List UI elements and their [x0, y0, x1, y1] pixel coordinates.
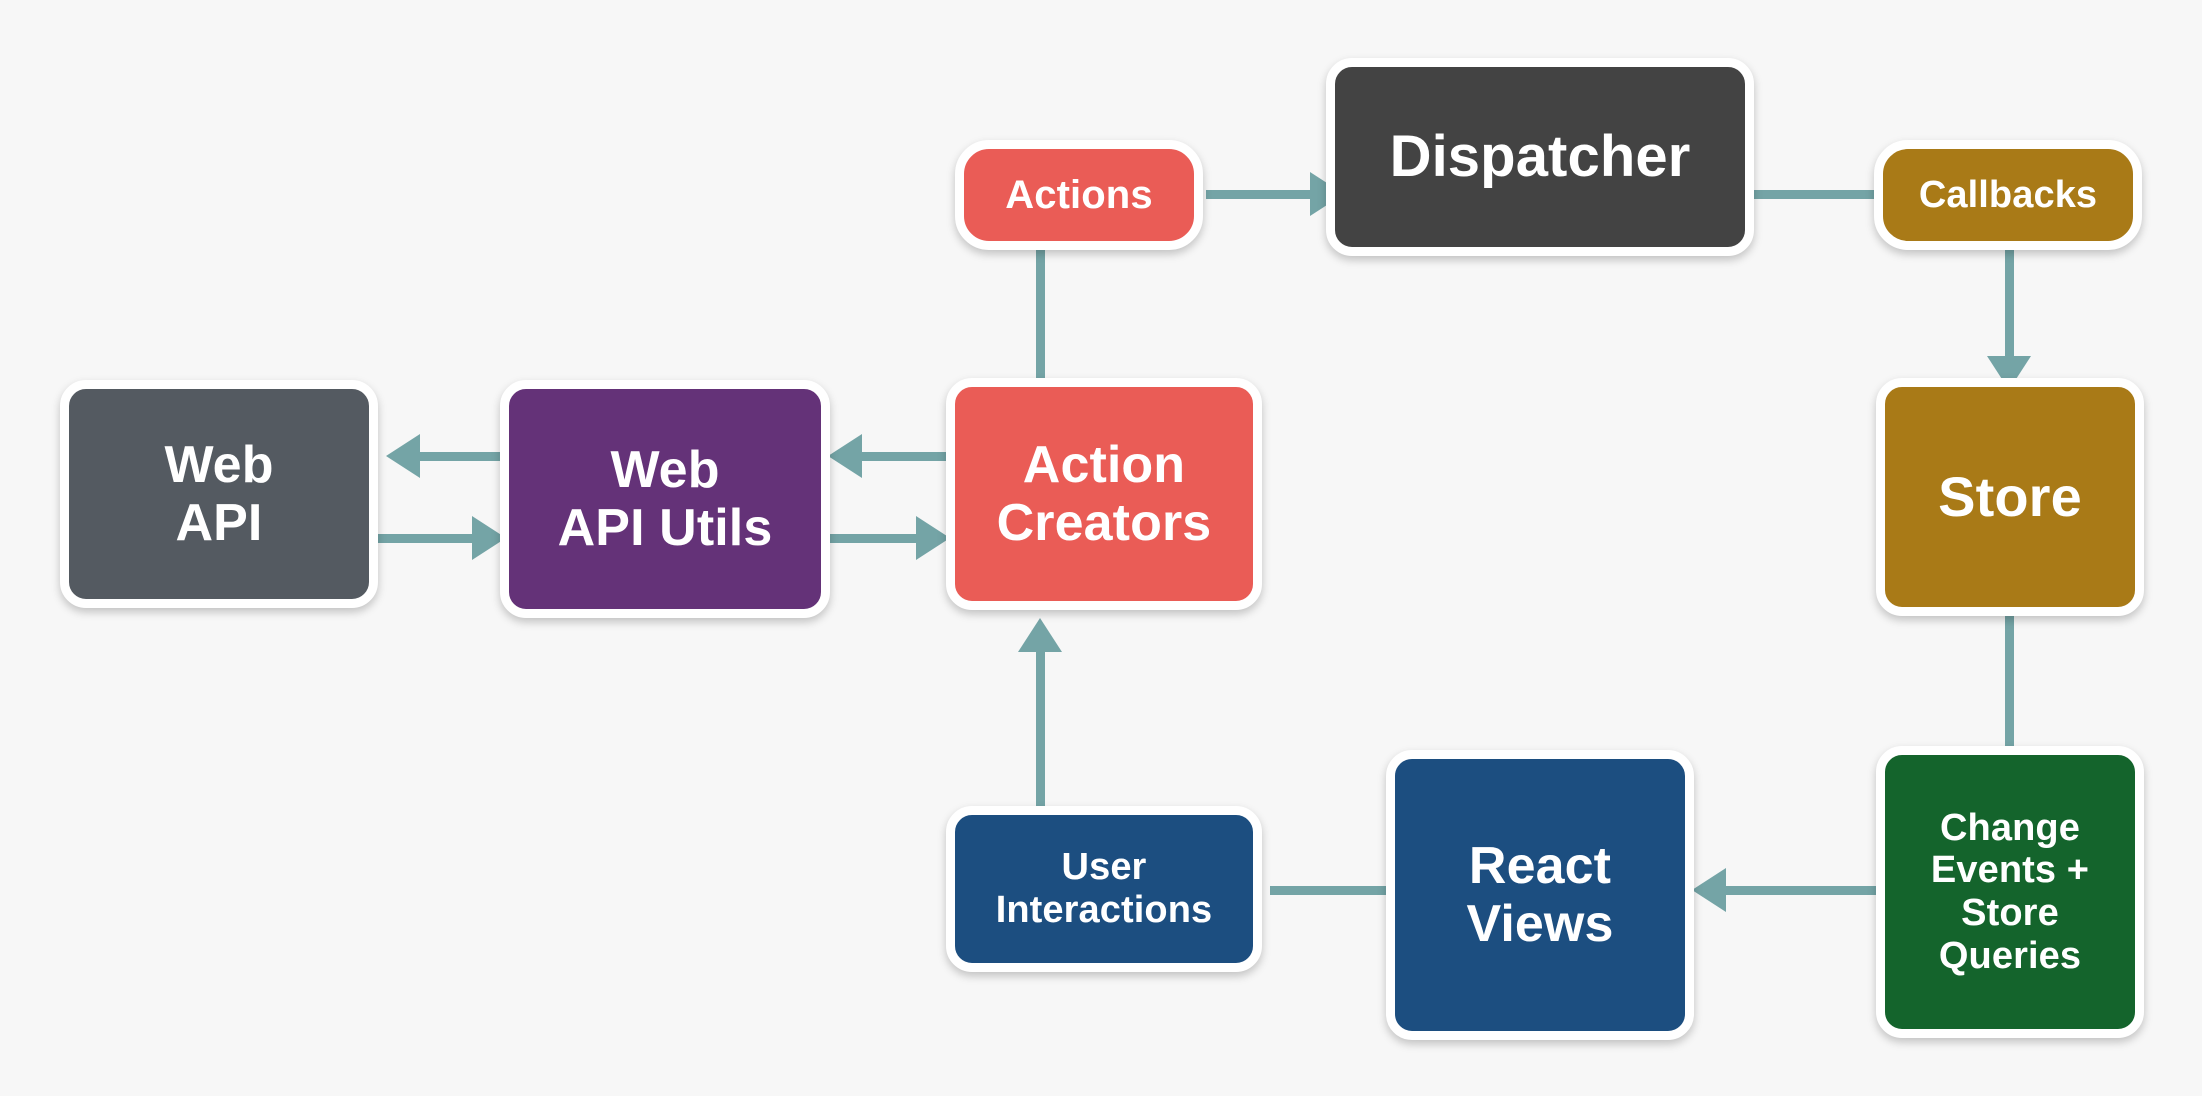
edge-actions-to-dispatcher-line: [1206, 190, 1316, 199]
node-change-events-store-queries[interactable]: Change Events + Store Queries: [1876, 746, 2144, 1038]
node-store[interactable]: Store: [1876, 378, 2144, 616]
node-web-api[interactable]: Web API: [60, 380, 378, 608]
edge-callbacks-to-store-line: [2005, 248, 2014, 370]
edge-web-api-utils-to-action-creators-arrowhead: [916, 516, 950, 560]
edge-action-creators-to-web-api-utils-arrowhead: [828, 434, 862, 478]
edge-change-events-to-react-views-line: [1726, 886, 1880, 895]
edge-change-events-to-react-views-arrowhead: [1692, 868, 1726, 912]
edge-web-api-utils-to-action-creators-line: [822, 534, 922, 543]
node-react-views[interactable]: React Views: [1386, 750, 1694, 1040]
edge-action-creators-to-actions-line: [1036, 246, 1045, 384]
node-callbacks[interactable]: Callbacks: [1874, 140, 2142, 250]
edge-web-api-utils-to-web-api-arrowhead: [386, 434, 420, 478]
edge-user-interactions-to-action-creators-arrowhead: [1018, 618, 1062, 652]
node-user-interactions[interactable]: User Interactions: [946, 806, 1262, 972]
edge-web-api-to-web-api-utils-line: [378, 534, 478, 543]
edge-store-to-change-events-line: [2005, 614, 2014, 750]
node-web-api-utils[interactable]: Web API Utils: [500, 380, 830, 618]
node-dispatcher[interactable]: Dispatcher: [1326, 58, 1754, 256]
node-action-creators[interactable]: Action Creators: [946, 378, 1262, 610]
edge-user-interactions-to-action-creators-line: [1036, 650, 1045, 810]
edge-react-views-to-user-interactions-line: [1270, 886, 1388, 895]
node-actions[interactable]: Actions: [955, 140, 1203, 250]
edge-dispatcher-to-callbacks-line: [1752, 190, 1880, 199]
edge-web-api-utils-to-web-api-line: [420, 452, 512, 461]
edge-action-creators-to-web-api-utils-line: [862, 452, 954, 461]
